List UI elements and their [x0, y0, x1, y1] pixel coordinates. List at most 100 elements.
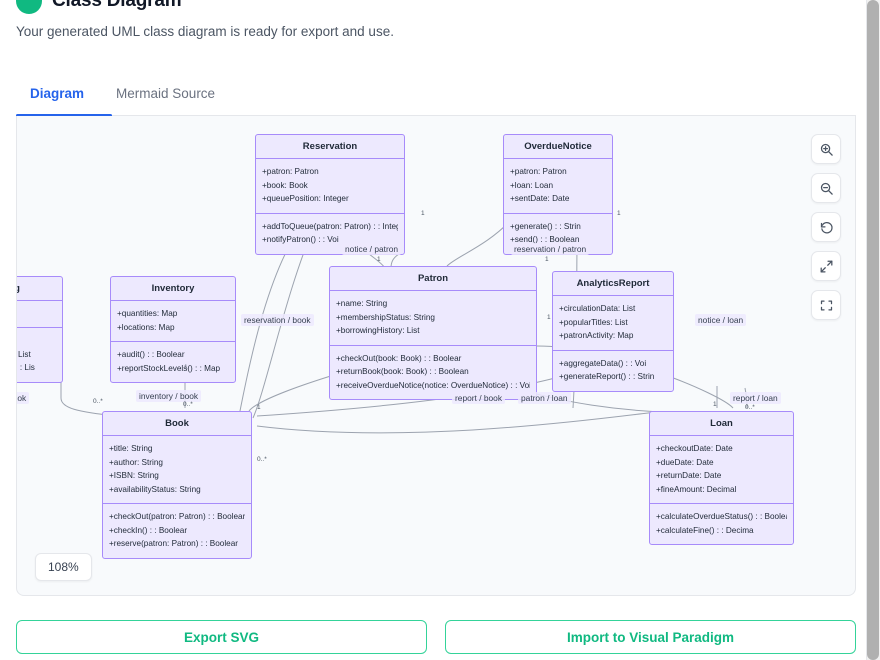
class-attribute: +membershipStatus: String — [336, 312, 435, 322]
class-attribute: +book: Book — [262, 180, 308, 190]
class-title: g — [17, 277, 62, 301]
class-method: +calculateOverdueStatus() : : Boolear — [656, 512, 787, 521]
class-attribute: +borrowingHistory: List — [336, 326, 420, 335]
class-method: : String) : : List — [17, 349, 31, 359]
class-title: OverdueNotice — [504, 135, 612, 159]
fullscreen-icon — [820, 300, 832, 310]
class-attribute: +checkoutDate: Date — [656, 444, 733, 453]
class-methods: +aggregateData() : : Voi +generateReport… — [553, 349, 673, 391]
class-method: +addToQueue(patron: Patron) : : Intege — [262, 221, 398, 231]
class-box-patron[interactable]: Patron +name: String +membershipStatus: … — [329, 266, 537, 400]
class-attributes: +patron: Patron +book: Book +queuePositi… — [256, 159, 404, 213]
class-method: +reportStockLevels() : : Map — [117, 363, 221, 373]
edge-label-report-book: report / book — [452, 392, 506, 404]
class-attribute: +returnDate: Date — [656, 471, 722, 480]
fit-to-screen-button[interactable] — [811, 251, 841, 281]
export-svg-button[interactable]: Export SVG — [16, 620, 427, 654]
page-subtitle: Your generated UML class diagram is read… — [16, 24, 394, 39]
class-attributes: +circulationData: List +popularTitles: L… — [553, 296, 673, 350]
class-box-reservation[interactable]: Reservation +patron: Patron +book: Book … — [255, 134, 405, 255]
class-methods: +checkOut(book: Book) : : Boolear +retur… — [330, 344, 536, 400]
class-attributes: +patron: Patron +loan: Loan +sentDate: D… — [504, 159, 612, 213]
class-method: +checkOut(patron: Patron) : : Boolear — [109, 512, 245, 521]
class-box-overduenotice[interactable]: OverdueNotice +patron: Patron +loan: Loa… — [503, 134, 613, 255]
class-attributes — [17, 301, 62, 327]
edge-label-reservation-patron: reservation / patron — [511, 243, 590, 255]
reset-view-button[interactable] — [811, 212, 841, 242]
class-box-inventory[interactable]: Inventory +quantities: Map +locations: M… — [110, 276, 236, 383]
class-attribute: +dueDate: Date — [656, 457, 714, 467]
class-method: +aggregateData() : : Voi — [559, 358, 647, 368]
class-method: +receiveOverdueNotice(notice: OverdueNot… — [336, 380, 530, 390]
import-visual-paradigm-button[interactable]: Import to Visual Paradigm — [445, 620, 856, 654]
class-attribute: +circulationData: List — [559, 304, 636, 313]
tab-diagram[interactable]: Diagram — [16, 82, 98, 111]
class-attribute: +patron: Patron — [510, 167, 567, 176]
scrollbar-thumb[interactable] — [867, 0, 879, 660]
action-bar: Export SVG Import to Visual Paradigm — [16, 620, 856, 654]
class-attribute: +locations: Map — [117, 322, 175, 332]
class-box-analyticsreport[interactable]: AnalyticsReport +circulationData: List +… — [552, 271, 674, 392]
class-method: ct: String) : : Lis — [17, 363, 35, 372]
multiplicity: 1 — [547, 314, 551, 321]
edge-label-inventory-book: inventory / book — [136, 390, 202, 402]
zoom-out-button[interactable] — [811, 173, 841, 203]
multiplicity: 1 — [617, 210, 621, 217]
zoom-in-button[interactable] — [811, 134, 841, 164]
multiplicity: 0..* — [745, 404, 755, 411]
multiplicity: 1 — [184, 364, 188, 371]
class-method: +checkIn() : : Boolear — [109, 525, 188, 535]
class-methods: +checkOut(patron: Patron) : : Boolear +c… — [103, 503, 251, 558]
class-box-loan[interactable]: Loan +checkoutDate: Date +dueDate: Date … — [649, 411, 794, 545]
fullscreen-button[interactable] — [811, 290, 841, 320]
class-method: +checkOut(book: Book) : : Boolear — [336, 353, 462, 363]
class-attributes: +title: String +author: String +ISBN: St… — [103, 436, 251, 503]
page-header: Class Diagram — [0, 0, 856, 14]
class-attribute: +loan: Loan — [510, 180, 554, 190]
status-dot-icon — [16, 0, 42, 14]
page-title: Class Diagram — [52, 0, 182, 11]
zoom-level-indicator[interactable]: 108% — [35, 553, 92, 581]
class-attribute: +patronActivity: Map — [559, 331, 634, 340]
class-attribute: +quantities: Map — [117, 309, 178, 318]
class-methods: +generate() : : Strin +send() : : Boolea… — [504, 212, 612, 254]
class-methods: +audit() : : Boolear +reportStockLevels(… — [111, 341, 235, 382]
class-attribute: +ISBN: String — [109, 471, 159, 480]
class-title: Inventory — [111, 277, 235, 301]
class-method: +audit() : : Boolear — [117, 350, 185, 359]
edge-label-reservation-book: reservation / book — [241, 314, 314, 326]
edge-label-notice-patron: notice / patron — [342, 243, 402, 255]
multiplicity: 0..* — [93, 398, 103, 405]
multiplicity: 0..* — [257, 456, 267, 463]
multiplicity: 1 — [545, 256, 549, 263]
class-box-book[interactable]: Book +title: String +author: String +ISB… — [102, 411, 252, 559]
class-method: +returnBook(book: Book) : : Boolean — [336, 367, 469, 376]
class-attribute: +author: String — [109, 457, 163, 467]
class-attributes: +checkoutDate: Date +dueDate: Date +retu… — [650, 436, 793, 503]
diagram-canvas[interactable]: g ing) : : Lis : String) : : List ct: St… — [16, 116, 856, 596]
tab-active-indicator — [16, 114, 112, 117]
class-title: Reservation — [256, 135, 404, 159]
zoom-in-icon — [820, 143, 833, 156]
class-methods: +calculateOverdueStatus() : : Boolear +c… — [650, 503, 793, 544]
tab-mermaid-source[interactable]: Mermaid Source — [102, 82, 229, 111]
class-method: +reserve(patron: Patron) : : Boolear — [109, 539, 239, 548]
class-methods: +addToQueue(patron: Patron) : : Intege +… — [256, 212, 404, 254]
class-method: +calculateFine() : : Decima — [656, 525, 754, 535]
class-attribute: +queuePosition: Integer — [262, 194, 349, 203]
class-attribute: +sentDate: Date — [510, 194, 570, 203]
class-box-catalog[interactable]: g ing) : : Lis : String) : : List ct: St… — [17, 276, 63, 383]
class-method: ing) : : Lis — [17, 334, 56, 348]
class-attribute: +patron: Patron — [262, 167, 319, 176]
fit-screen-icon — [820, 260, 832, 272]
class-title: Patron — [330, 267, 536, 291]
multiplicity: 1 — [257, 404, 261, 411]
tab-divider — [16, 115, 856, 116]
class-attribute: +name: String — [336, 299, 388, 308]
multiplicity: 1 — [421, 210, 425, 217]
class-method: +notifyPatron() : : Voi — [262, 235, 339, 244]
tab-bar: Diagram Mermaid Source — [16, 82, 856, 116]
class-attribute: +title: String — [109, 444, 153, 453]
edge-label-notice-loan: notice / loan — [695, 314, 747, 326]
page-scrollbar[interactable] — [866, 0, 880, 660]
